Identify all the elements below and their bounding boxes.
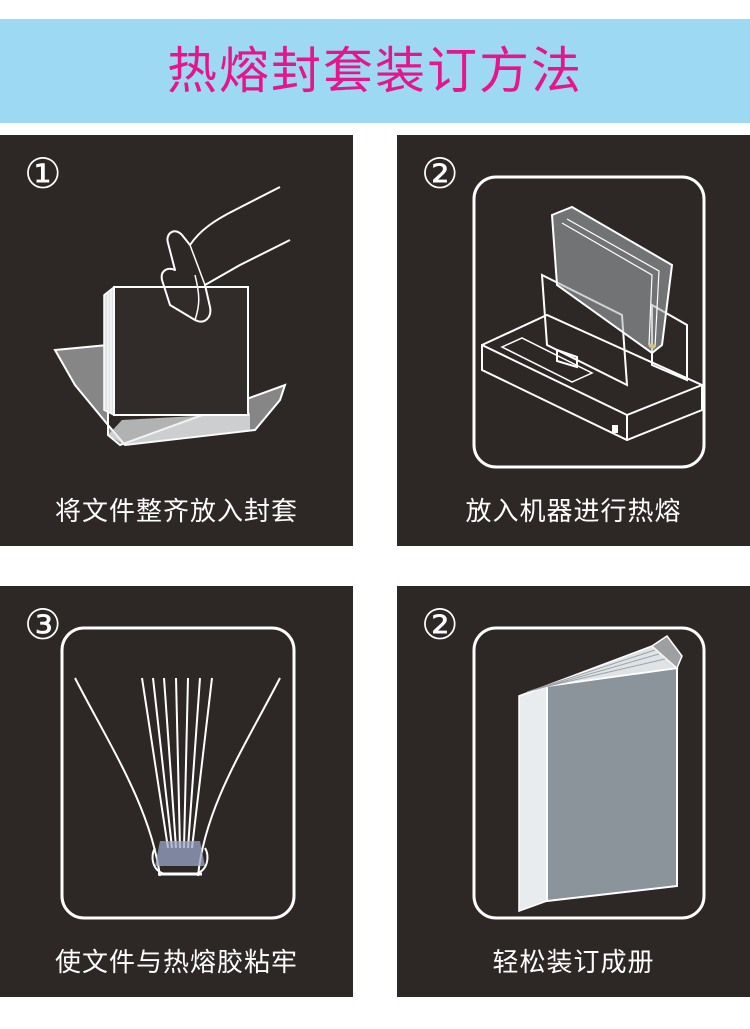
- glue-spine-icon: [60, 626, 296, 920]
- page-title: 热熔封套装订方法: [167, 42, 583, 100]
- step-caption: 使文件与热熔胶粘牢: [54, 947, 298, 978]
- step-panel-4: ② 轻松装订成册: [397, 586, 750, 997]
- binding-machine-icon: [472, 175, 706, 469]
- hand-inserting-documents-icon: [53, 186, 291, 447]
- step-number: ②: [421, 600, 459, 649]
- step-caption: 将文件整齐放入封套: [54, 496, 298, 527]
- bound-book-icon: [472, 626, 706, 920]
- step-number: ①: [24, 149, 62, 198]
- step-caption: 放入机器进行热熔: [465, 496, 682, 527]
- step-panel-3: ③ 使文件与热熔胶粘牢: [0, 586, 353, 997]
- title-banner: 热熔封套装订方法: [0, 19, 750, 123]
- step-caption: 轻松装订成册: [492, 947, 655, 978]
- step-panel-1: ① 将文件整齐放入封套: [0, 135, 353, 546]
- step-number: ③: [24, 600, 62, 649]
- step-panel-2: ② 放入机器进行热熔: [397, 135, 750, 546]
- step-number: ②: [421, 149, 459, 198]
